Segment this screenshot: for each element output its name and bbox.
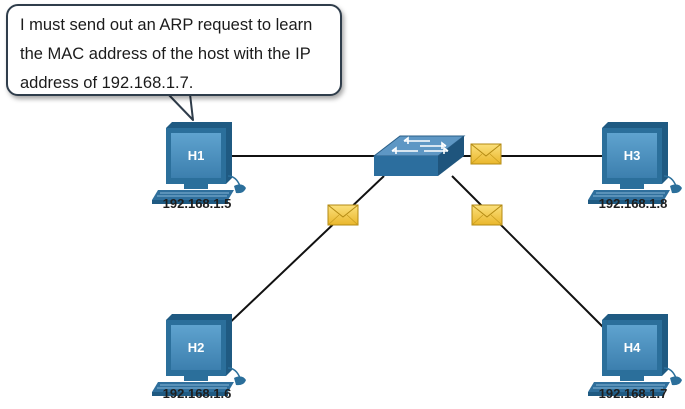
callout-line: I must send out an ARP request to learn [20,16,313,34]
links [221,155,607,331]
link-switch-h2 [221,175,385,331]
switch-icon [372,135,466,176]
callout-line: address of 192.168.1.7. [20,74,194,92]
speech-callout: I must send out an ARP request to learn … [6,4,342,96]
host-h3-ip: 192.168.1.8 [598,196,668,211]
host-h1[interactable]: H1 [151,121,247,205]
host-h2-label: H2 [188,340,205,355]
host-h4-ip: 192.168.1.7 [598,386,668,401]
envelope-icon [327,204,359,226]
host-h1-label: H1 [188,148,205,163]
computer-icon [587,121,683,205]
callout-line: the MAC address of the host with the IP [20,45,311,63]
computer-icon [587,313,683,397]
host-h3[interactable]: H3 [587,121,683,205]
envelope-icon [470,143,502,165]
host-h4-label: H4 [624,340,641,355]
host-h3-label: H3 [624,148,641,163]
link-switch-h4 [451,175,607,331]
computer-icon [151,121,247,205]
host-h1-ip: 192.168.1.5 [162,196,232,211]
computer-icon [151,313,247,397]
host-h2[interactable]: H2 [151,313,247,397]
envelope-icon [471,204,503,226]
host-h4[interactable]: H4 [587,313,683,397]
host-h2-ip: 192.168.1.6 [162,386,232,401]
